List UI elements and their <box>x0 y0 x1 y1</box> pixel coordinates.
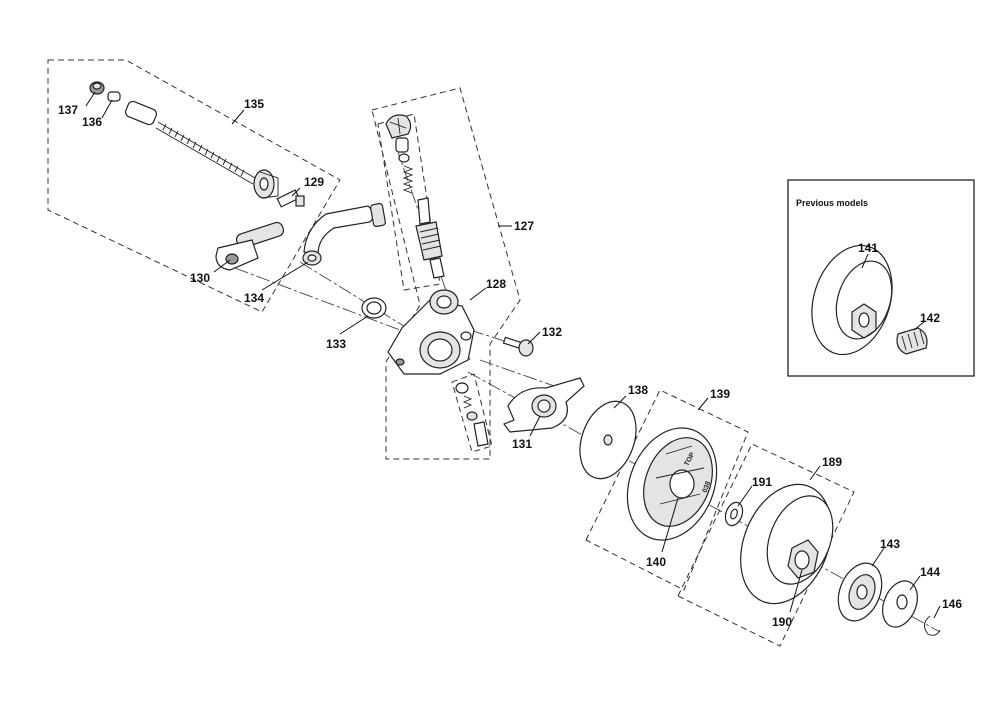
part-pump-plug <box>385 114 412 163</box>
callout-140: 140 <box>646 555 666 569</box>
callout-133: 133 <box>326 337 346 351</box>
callout-135: 135 <box>244 97 264 111</box>
part-136-washer <box>107 91 121 102</box>
callout-labels: 135 137 136 129 130 134 133 127 128 132 … <box>58 97 962 629</box>
axis-line-screw <box>469 329 521 347</box>
part-pump-spring <box>402 165 414 194</box>
axis-line-lever <box>234 267 401 331</box>
part-134-pipe <box>302 203 386 266</box>
part-143-rim-sprocket <box>837 562 883 622</box>
part-144-washer <box>882 580 918 628</box>
inset-title: Previous models <box>796 198 868 208</box>
part-131-cover <box>503 377 585 433</box>
part-133-seal-ring <box>361 297 387 319</box>
callout-141: 141 <box>858 241 878 255</box>
part-146-clip <box>924 615 941 636</box>
callout-138: 138 <box>628 383 648 397</box>
callout-134: 134 <box>244 291 264 305</box>
part-129-pin <box>276 189 305 208</box>
callout-144: 144 <box>920 565 940 579</box>
callout-127: 127 <box>514 219 534 233</box>
part-valve-stack <box>451 373 493 453</box>
callout-128: 128 <box>486 277 506 291</box>
callout-129: 129 <box>304 175 324 189</box>
part-141-drum <box>811 244 893 356</box>
part-pump-worm <box>415 197 445 279</box>
part-138-washer <box>579 400 637 480</box>
callout-136: 136 <box>82 115 102 129</box>
callout-142: 142 <box>920 311 940 325</box>
callout-137: 137 <box>58 103 78 117</box>
callout-131: 131 <box>512 437 532 451</box>
leader-lines <box>85 91 941 619</box>
callout-143: 143 <box>880 537 900 551</box>
part-139-clutch: TOP 038 <box>626 427 718 541</box>
callout-132: 132 <box>542 325 562 339</box>
axis-line-cap <box>479 359 561 389</box>
inset-previous-models: Previous models <box>787 179 975 377</box>
callout-190: 190 <box>772 615 792 629</box>
group-outline-127 <box>371 87 521 460</box>
part-135-adjuster-shaft <box>125 100 279 199</box>
part-137-nut <box>89 81 105 95</box>
callout-191: 191 <box>752 475 772 489</box>
part-190-sprocket <box>787 539 819 579</box>
part-142-needle-bearing <box>896 327 928 355</box>
callout-146: 146 <box>942 597 962 611</box>
group-outline-189 <box>677 443 855 647</box>
callout-189: 189 <box>822 455 842 469</box>
group-outline-135 <box>47 59 341 313</box>
axis-line-seal <box>299 261 421 337</box>
part-132-screw <box>502 336 534 357</box>
callout-139: 139 <box>710 387 730 401</box>
part-191-washer <box>724 501 744 527</box>
part-189-drum <box>740 483 834 605</box>
part-pump-housing <box>387 289 475 375</box>
callout-130: 130 <box>190 271 210 285</box>
part-mark-code: 038 <box>702 480 713 493</box>
